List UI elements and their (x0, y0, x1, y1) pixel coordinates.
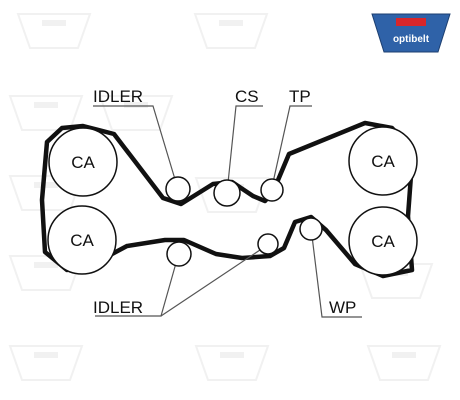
pulley-tp (260, 178, 284, 202)
pulley-ca-bottom-left-label: CA (70, 231, 94, 250)
pulley-ca-bottom-right: CA (348, 206, 418, 276)
pulley-ca-top-right: CA (348, 126, 418, 196)
label-idler-bottom: IDLER (93, 298, 143, 317)
leader-idler-top (93, 105, 178, 187)
pulley-idler-bottom-small (257, 233, 279, 255)
leader-idler-bottom-2 (160, 245, 267, 317)
leader-wp (311, 235, 362, 318)
pulley-ca-bottom-left: CA (47, 205, 117, 275)
label-tp: TP (289, 87, 311, 106)
pulley-wp (299, 217, 323, 241)
pulley-ca-top-left: CA (48, 127, 118, 197)
optibelt-watermark-icon (193, 13, 269, 49)
label-idler-top: IDLER (93, 87, 143, 106)
logo-accent (396, 18, 426, 26)
leader-lines (93, 105, 362, 318)
optibelt-watermark-icon (16, 13, 92, 49)
pulley-idler-top (165, 176, 191, 202)
optibelt-watermark-icon (366, 345, 442, 381)
optibelt-watermark-icon (8, 345, 84, 381)
pulley-ca-top-right-label: CA (371, 152, 395, 171)
leader-cs (227, 105, 263, 184)
optibelt-logo-icon: optibelt (371, 13, 451, 53)
pulley-idler-bottom (166, 241, 192, 267)
optibelt-watermark-icon (194, 345, 270, 381)
label-wp: WP (329, 298, 356, 317)
pulley-ca-top-left-label: CA (71, 153, 95, 172)
label-cs: CS (235, 87, 259, 106)
leader-tp (271, 105, 312, 188)
pulley-cs (213, 179, 241, 207)
pulley-ca-bottom-right-label: CA (371, 232, 395, 251)
logo-brand-text: optibelt (393, 34, 430, 45)
